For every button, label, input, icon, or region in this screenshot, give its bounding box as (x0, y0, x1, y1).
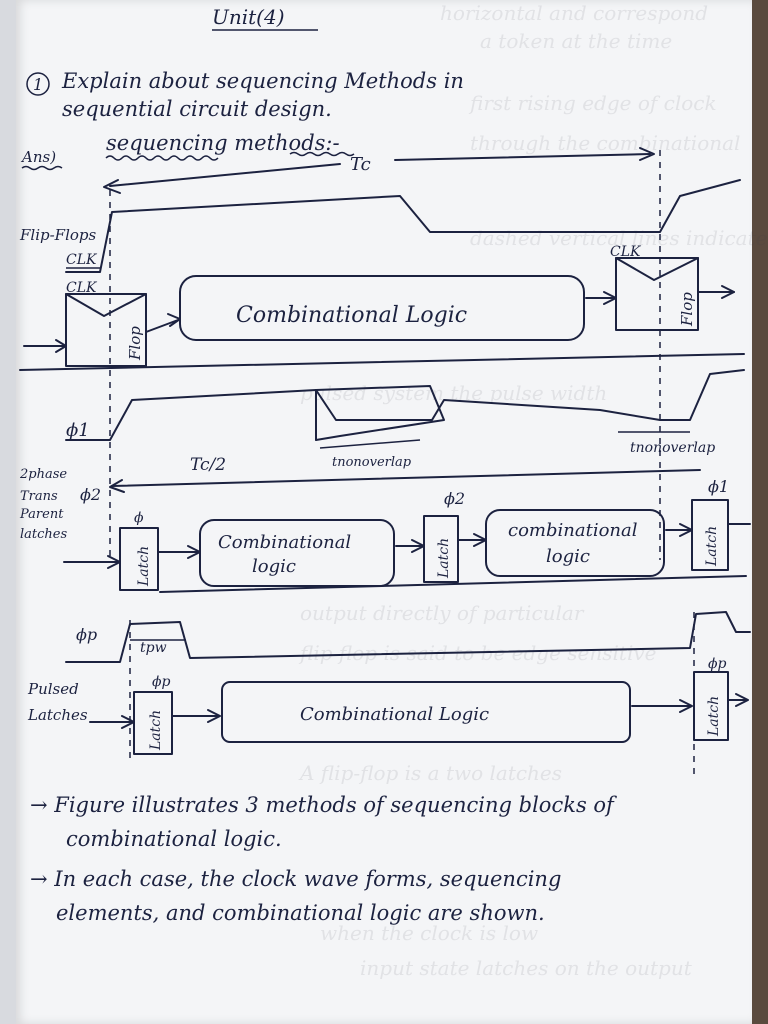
latch-4-label: Latch (148, 710, 164, 751)
notebook-page (14, 0, 752, 1024)
section-divider-1 (19, 353, 745, 371)
phi2-pulse-outline (315, 385, 445, 441)
note-line-3: → In each case, the clock wave forms, se… (30, 867, 561, 891)
section-title: sequencing methods:- (106, 131, 340, 155)
tc-half-label: Tc/2 (190, 455, 226, 475)
note-line-4: elements, and combinational logic are sh… (56, 901, 545, 925)
svg-text:a token at the time: a token at the time (480, 29, 672, 53)
latch-5-label: Latch (706, 696, 722, 737)
latch-2-label: Latch (436, 538, 452, 579)
comb-logic-box-1 (179, 275, 585, 341)
ff1-clk-label: CLK (66, 280, 98, 296)
latch-5-box (693, 671, 729, 741)
question-number-circle (26, 72, 50, 96)
latch-5-phip-label: ϕp (708, 656, 727, 672)
section-title-wavy-underline (105, 155, 219, 161)
bleed-through: horizontal and correspond a token at the… (298, 1, 767, 980)
answer-label: Ans) (20, 148, 56, 166)
latch-3-label: Latch (704, 526, 720, 567)
flop-1-label: Flop (126, 326, 144, 361)
svg-text:input state latches on the out: input state latches on the output (360, 956, 693, 980)
question-line-1: Explain about sequencing Methods in (61, 69, 464, 93)
phi2-label: ϕ2 (80, 485, 101, 504)
latch-2-phi2-label: ϕ2 (444, 489, 465, 508)
answer-underline (21, 165, 63, 171)
phip-waveform (65, 611, 751, 663)
two-phase-label-line-3: Parent (19, 507, 64, 522)
tc-arrow-right (394, 153, 651, 161)
two-phase-label-line-1: 2phase (19, 467, 67, 482)
latch-3-phi1-label: ϕ1 (708, 477, 729, 496)
latch-1-phi-label: ϕ (134, 510, 144, 526)
comb-logic-3-label-b: logic (546, 546, 590, 567)
flop-2-box (615, 257, 699, 331)
latch-1-box (119, 527, 159, 591)
svg-text:output directly of particular: output directly of particular (300, 601, 585, 625)
svg-text:horizontal and correspond: horizontal and correspond (440, 1, 708, 25)
tnonoverlap-arrow-1 (319, 439, 421, 449)
comb-logic-box-3 (485, 509, 665, 577)
two-phase-label-line-4: latches (20, 527, 67, 542)
comb-logic-2-label-a: Combinational (218, 532, 351, 553)
note-line-1: → Figure illustrates 3 methods of sequen… (30, 793, 617, 817)
section-title-wavy-underline-2 (289, 151, 355, 157)
pulsed-section: ϕp tpw Pulsed Latches ϕp Latch Combinati… (27, 611, 751, 780)
flop-1-clock-notch (65, 293, 147, 317)
tpw-label: tpw (140, 640, 167, 656)
comb-logic-box-4 (221, 681, 631, 743)
latch-1-label: Latch (136, 546, 152, 587)
flop-2-label: Flop (678, 292, 696, 327)
tc-label: Tc (350, 154, 371, 175)
latch-4-phip-label: ϕp (152, 674, 171, 690)
comb-logic-1-label: Combinational Logic (236, 303, 467, 328)
flop-1-box (65, 293, 147, 367)
phi1-label: ϕ1 (66, 420, 90, 441)
question-number: 1 (33, 75, 43, 94)
flop-2-clock-notch (615, 257, 699, 281)
flop-1-output-wire (145, 319, 179, 333)
phi2-waveform (111, 469, 701, 487)
svg-text:through the combinational: through the combinational (470, 131, 740, 155)
phip-label: ϕp (76, 625, 97, 644)
latch-2-box (423, 515, 459, 583)
flipflops-label: Flip-Flops (19, 226, 97, 244)
page-edge (0, 0, 16, 1024)
note-line-2: combinational logic. (66, 827, 282, 851)
comb-logic-2-label-b: logic (252, 556, 296, 577)
notes: → Figure illustrates 3 methods of sequen… (30, 793, 617, 925)
tnonoverlap-label-1: tnonoverlap (332, 455, 412, 470)
svg-text:first rising edge of clock: first rising edge of clock (468, 91, 717, 115)
ff-clk-label: CLK (66, 252, 98, 268)
phi1-waveform (65, 369, 745, 441)
pulsed-label-line-1: Pulsed (27, 680, 79, 698)
pulsed-label-line-2: Latches (27, 706, 88, 724)
comb-logic-3-label-a: combinational (508, 520, 638, 541)
flipflop-section: Tc Flip-Flops CLK CLK Flop Combinational… (19, 147, 745, 560)
question-line-2: sequential circuit design. (62, 97, 332, 121)
tc-arrowhead-left (103, 179, 121, 194)
tnonoverlap-label-2: tnonoverlap (630, 440, 715, 456)
tc-arrowhead-right (639, 147, 655, 161)
comb-logic-4-label: Combinational Logic (300, 704, 489, 725)
tc-arrow-left (109, 163, 341, 187)
two-phase-section: ϕ1 tnonoverlap tnonoverlap Tc/2 2phase T… (19, 369, 751, 593)
comb-logic-box-2 (199, 519, 395, 587)
svg-text:A flip-flop is a two latches: A flip-flop is a two latches (298, 761, 562, 785)
two-phase-label-line-2: Trans (20, 489, 58, 504)
section-divider-2 (159, 575, 747, 593)
ff-clock-waveform (65, 179, 741, 273)
ff2-clk-label: CLK (610, 244, 642, 260)
svg-text:dashed vertical lines indicate: dashed vertical lines indicate (470, 226, 767, 250)
svg-text:when the clock is low: when the clock is low (320, 921, 538, 945)
unit-heading: Unit(4) (212, 5, 285, 29)
latch-3-box (691, 499, 729, 571)
